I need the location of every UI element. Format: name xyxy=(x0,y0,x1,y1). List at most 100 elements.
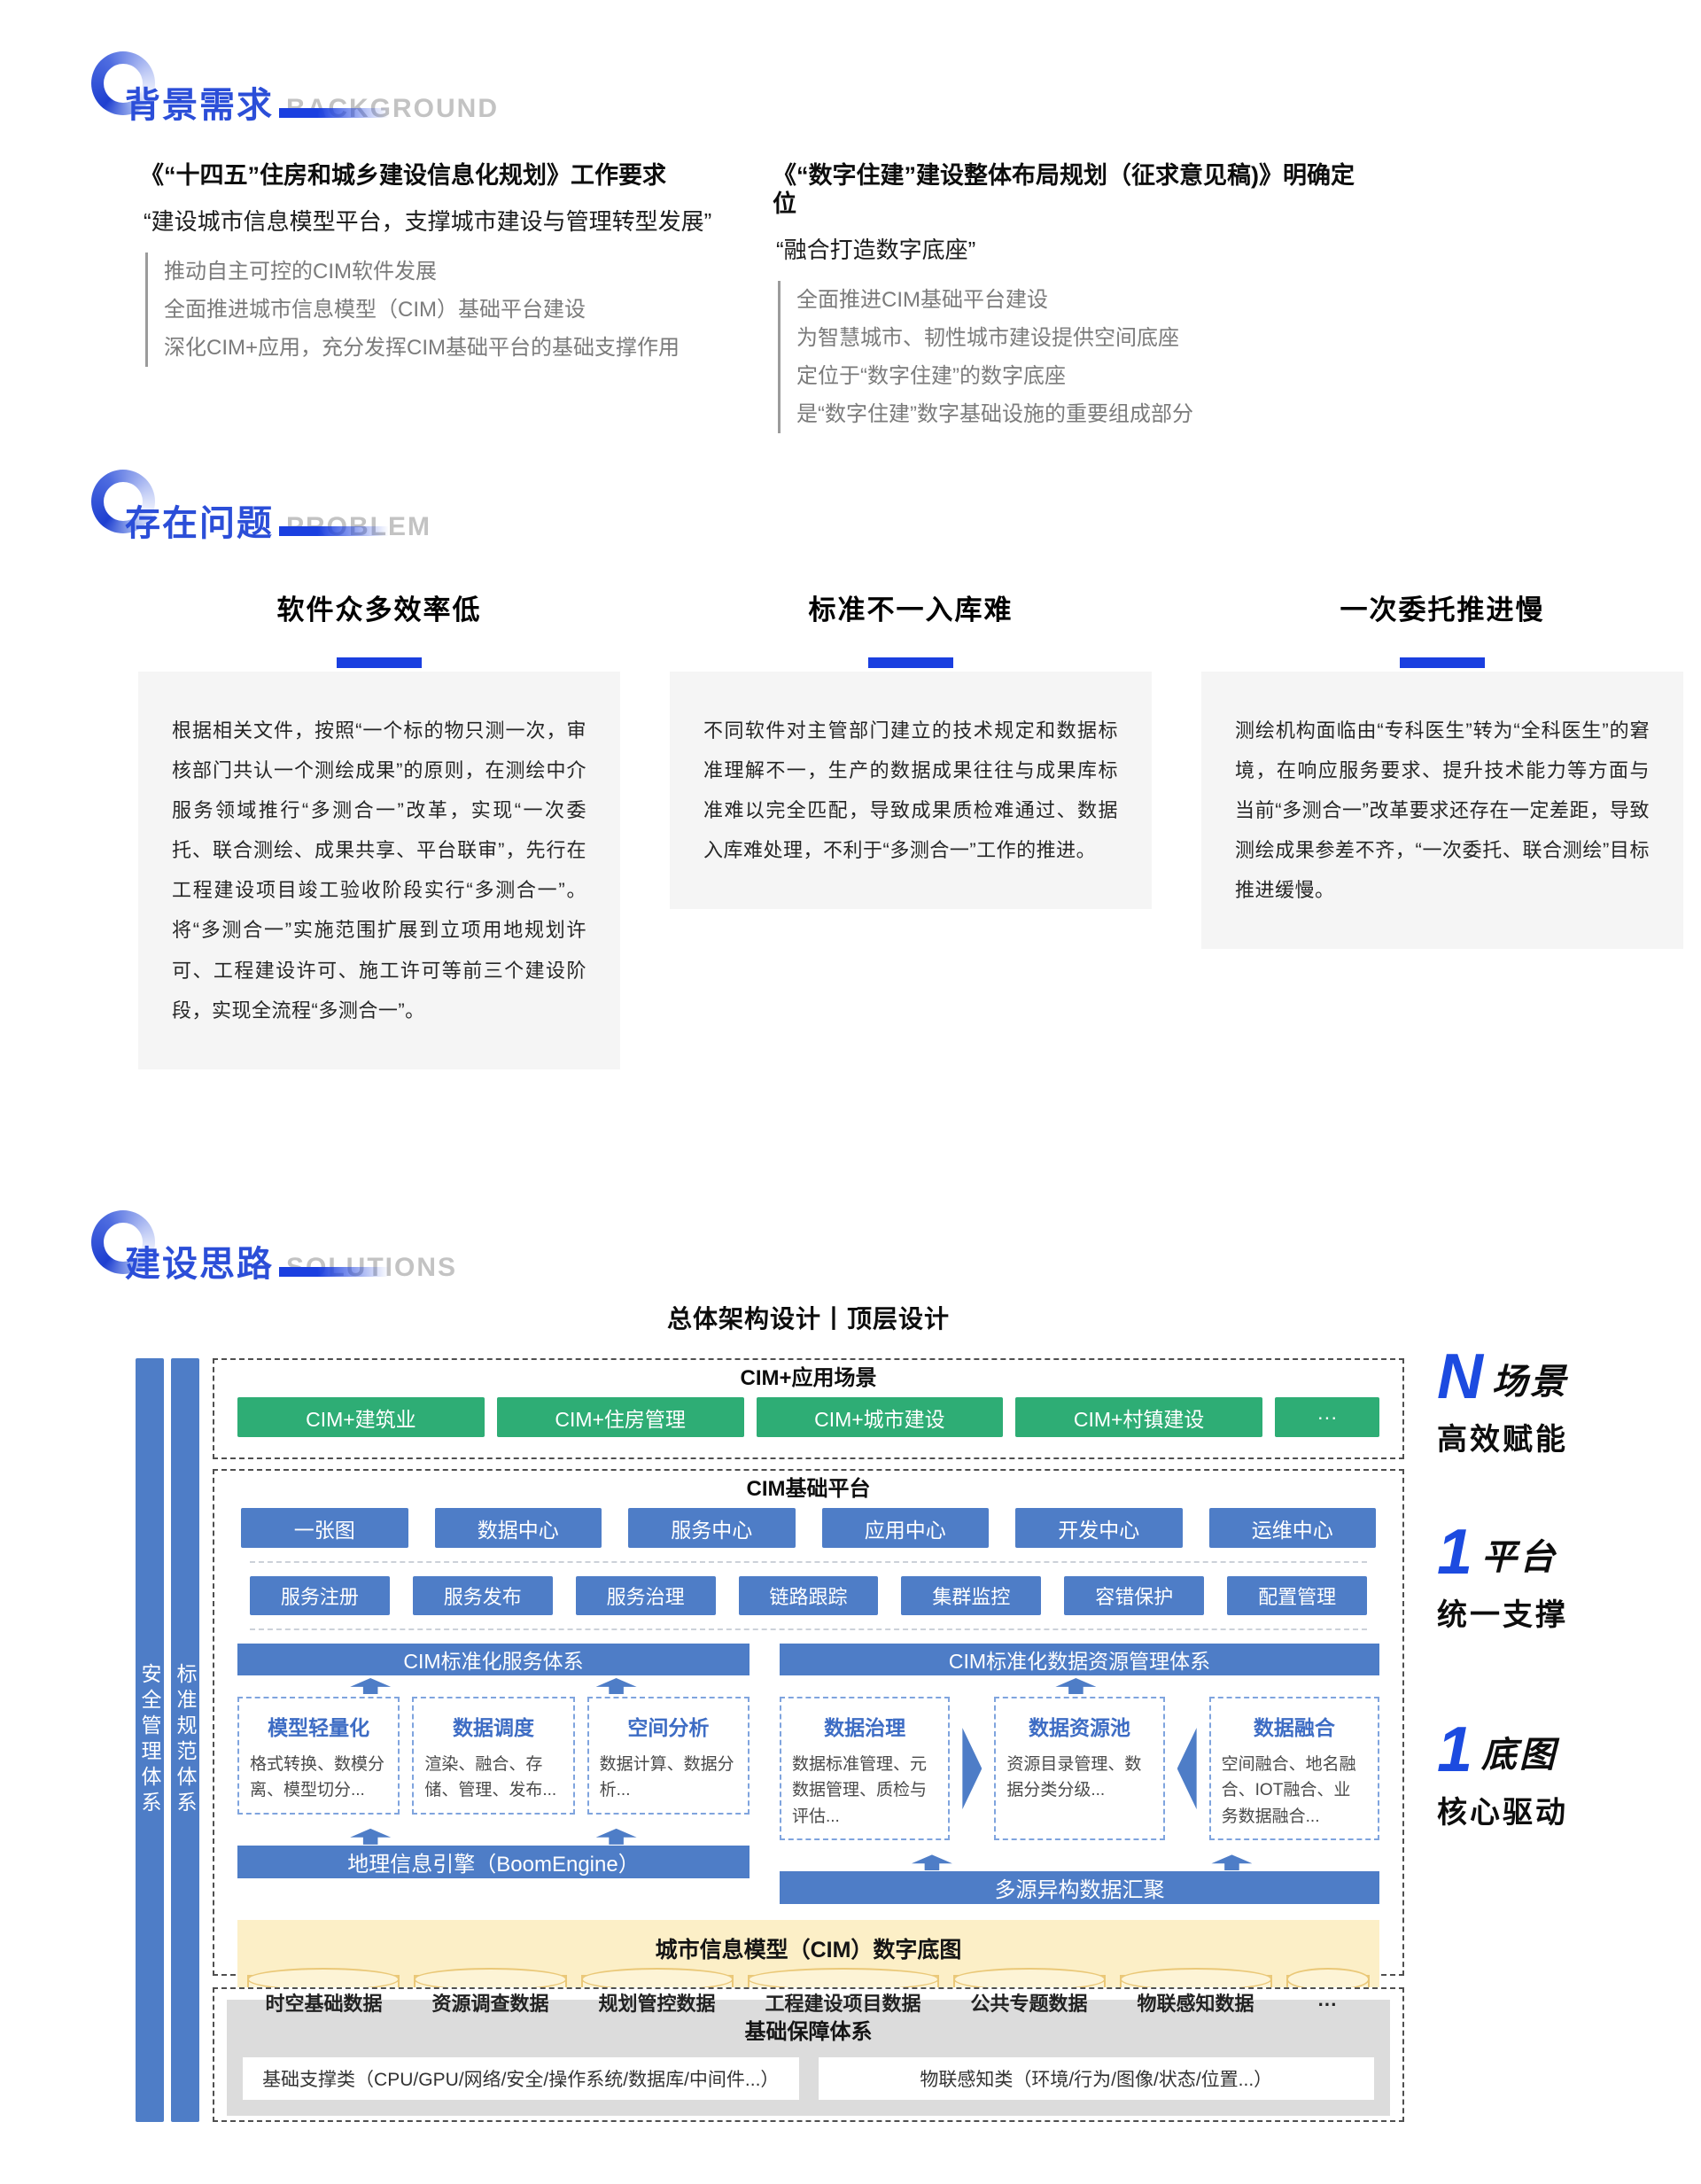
up-arrows xyxy=(237,1828,750,1845)
section-title-cn: 背景需求 xyxy=(125,86,274,125)
dashed-separator xyxy=(250,1561,1367,1563)
heading-underline xyxy=(279,526,389,536)
support-title: 基础保障体系 xyxy=(744,2020,873,2044)
arrow-up-icon xyxy=(350,1828,392,1845)
data-capability-boxes: 数据治理 数据标准管理、元数据管理、质检与评估... 数据资源池 资源目录管理、… xyxy=(780,1697,1379,1841)
ring-icon xyxy=(91,1210,155,1274)
support-panel: 基础保障体系 基础支撑类（CPU/GPU/网络/安全/操作系统/数据库/中间件.… xyxy=(227,2000,1390,2116)
app-scenarios-layer: CIM+应用场景 CIM+建筑业 CIM+住房管理 CIM+城市建设 CIM+村… xyxy=(213,1358,1404,1459)
list-item: 推动自主可控的CIM软件发展 xyxy=(164,260,437,284)
problem-card: 软件众多效率低 根据相关文件，按照“一个标的物只测一次，审核部门共认一个测绘成果… xyxy=(138,595,620,1069)
list-item: 定位于“数字住建”的数字底座 xyxy=(796,364,1066,388)
capability-desc: 渲染、融合、存储、管理、发布... xyxy=(424,1755,557,1800)
policy-list: 推动自主可控的CIM软件发展 全面推进城市信息模型（CIM）基础平台建设 深化C… xyxy=(145,253,712,367)
problem-card-title: 一次委托推进慢 xyxy=(1340,595,1545,626)
dashed-separator xyxy=(250,1628,1367,1630)
up-arrows xyxy=(237,1678,750,1694)
card-underline xyxy=(868,657,953,668)
annotation-number: 1 xyxy=(1437,1517,1473,1588)
app-layer-title: CIM+应用场景 xyxy=(740,1366,877,1390)
section-heading: 存在问题PROBLEM xyxy=(125,494,431,546)
app-button: CIM+城市建设 xyxy=(756,1397,1004,1437)
center-button: 一张图 xyxy=(241,1508,408,1548)
problem-cards: 软件众多效率低 根据相关文件，按照“一个标的物只测一次，审核部门共认一个测绘成果… xyxy=(138,595,1683,1069)
annotation-sub: 统一支撑 xyxy=(1437,1598,1568,1633)
app-button: CIM+村镇建设 xyxy=(1015,1397,1262,1437)
list-item: 全面推进城市信息模型（CIM）基础平台建设 xyxy=(164,298,586,322)
list-item: 深化CIM+应用，充分发挥CIM基础平台的基础支撑作用 xyxy=(164,336,680,360)
capability-desc: 格式转换、数模分离、模型切分... xyxy=(250,1755,385,1800)
heading-underline xyxy=(279,108,389,118)
annotation-basemap: 1 底图 核心驱动 xyxy=(1437,1714,1568,1831)
center-button: 数据中心 xyxy=(434,1508,602,1548)
list-item: 是“数字住建”数字基础设施的重要组成部分 xyxy=(796,402,1193,426)
platform-subsystems: CIM标准化服务体系 模型轻量化 格式转换、数模分离、模型切分... 数据调度 … xyxy=(214,1644,1402,1905)
section-title-cn: 存在问题 xyxy=(125,504,274,543)
capability-title: 数据融合 xyxy=(1253,1716,1335,1739)
center-button: 开发中心 xyxy=(1015,1508,1183,1548)
problem-card: 一次委托推进慢 测绘机构面临由“专科医生”转为“全科医生”的窘境，在响应服务要求… xyxy=(1201,595,1683,950)
capability-box: 数据调度 渲染、融合、存储、管理、发布... xyxy=(412,1697,575,1815)
problem-card-title: 标准不一入库难 xyxy=(808,595,1014,626)
capability-title: 空间分析 xyxy=(627,1716,710,1739)
data-system-column: CIM标准化数据资源管理体系 数据治理 数据标准管理、元数据管理、质检与评估..… xyxy=(780,1644,1379,1905)
problem-card-body: 测绘机构面临由“专科医生”转为“全科医生”的窘境，在响应服务要求、提升技术能力等… xyxy=(1201,672,1683,950)
service-button: 链路跟踪 xyxy=(738,1576,879,1615)
arrow-up-icon xyxy=(1211,1854,1253,1871)
service-button: 集群监控 xyxy=(901,1576,1042,1615)
sidebar-standard-system: 标准规范体系 xyxy=(171,1358,199,2122)
section-title-cn: 建设思路 xyxy=(125,1245,274,1284)
center-button: 应用中心 xyxy=(821,1508,989,1548)
capability-box: 空间分析 数据计算、数据分析... xyxy=(586,1697,750,1815)
platform-centers-row: 一张图 数据中心 服务中心 应用中心 开发中心 运维中心 xyxy=(214,1508,1402,1548)
support-boxes: 基础支撑类（CPU/GPU/网络/安全/操作系统/数据库/中间件...） 物联感… xyxy=(243,2057,1374,2100)
list-item: 为智慧城市、韧性城市建设提供空间底座 xyxy=(796,326,1179,350)
capability-box: 数据治理 数据标准管理、元数据管理、质检与评估... xyxy=(780,1697,951,1841)
data-aggregation-bar: 多源异构数据汇聚 xyxy=(780,1871,1379,1905)
arrow-up-icon xyxy=(1055,1678,1097,1694)
annotation-number: N xyxy=(1437,1341,1483,1412)
capability-title: 模型轻量化 xyxy=(268,1716,370,1739)
app-button: CIM+住房管理 xyxy=(496,1397,744,1437)
service-button: 服务治理 xyxy=(575,1576,716,1615)
app-button: CIM+建筑业 xyxy=(237,1397,485,1437)
capability-box: 数据资源池 资源目录管理、数据分类分级... xyxy=(994,1697,1165,1841)
service-capability-boxes: 模型轻量化 格式转换、数模分离、模型切分... 数据调度 渲染、融合、存储、管理… xyxy=(237,1697,750,1815)
gis-engine-bar: 地理信息引擎（BoomEngine） xyxy=(237,1845,750,1878)
basemap-title: 城市信息模型（CIM）数字底图 xyxy=(655,1938,962,1963)
capability-desc: 数据标准管理、元数据管理、质检与评估... xyxy=(792,1755,928,1826)
ring-icon xyxy=(91,51,155,115)
problem-card-body: 根据相关文件，按照“一个标的物只测一次，审核部门共认一个测绘成果”的原则，在测绘… xyxy=(138,672,620,1069)
annotation-sub: 核心驱动 xyxy=(1437,1796,1568,1830)
support-layer: 基础保障体系 基础支撑类（CPU/GPU/网络/安全/操作系统/数据库/中间件.… xyxy=(213,1987,1404,2122)
capability-box: 数据融合 空间融合、地名融合、IOT融合、业务数据融合... xyxy=(1208,1697,1379,1841)
section-heading: 建设思路SOLUTIONS xyxy=(125,1235,457,1286)
service-button: 服务发布 xyxy=(412,1576,553,1615)
card-underline xyxy=(1400,657,1485,668)
capability-title: 数据治理 xyxy=(824,1716,906,1739)
capability-title: 数据资源池 xyxy=(1028,1716,1130,1739)
data-system-bar: CIM标准化数据资源管理体系 xyxy=(780,1644,1379,1675)
service-button: 容错保护 xyxy=(1064,1576,1205,1615)
service-button: 配置管理 xyxy=(1227,1576,1368,1615)
arrow-up-icon xyxy=(911,1854,952,1871)
ring-icon xyxy=(91,470,155,533)
up-arrows xyxy=(780,1854,1379,1871)
annotation-label: 底图 xyxy=(1481,1736,1558,1776)
policy-list: 全面推进CIM基础平台建设 为智慧城市、韧性城市建设提供空间底座 定位于“数字住… xyxy=(778,281,1375,433)
problem-card-title: 软件众多效率低 xyxy=(276,595,482,626)
platform-title: CIM基础平台 xyxy=(746,1477,871,1501)
policy-quote: “建设城市信息模型平台，支撑城市建设与管理转型发展” xyxy=(144,208,712,235)
annotation-platform: 1 平台 统一支撑 xyxy=(1437,1517,1568,1634)
card-underline xyxy=(337,657,422,668)
platform-services-row: 服务注册 服务发布 服务治理 链路跟踪 集群监控 容错保护 配置管理 xyxy=(214,1576,1402,1615)
problem-card-body: 不同软件对主管部门建立的技术规定和数据标准理解不一，生产的数据成果往往与成果库标… xyxy=(670,672,1152,910)
center-button: 运维中心 xyxy=(1208,1508,1376,1548)
cim-platform-layer: CIM基础平台 一张图 数据中心 服务中心 应用中心 开发中心 运维中心 服务注… xyxy=(213,1469,1404,2040)
service-system-bar: CIM标准化服务体系 xyxy=(237,1644,750,1675)
arrow-right-icon xyxy=(962,1728,983,1810)
diagram-title: 总体架构设计丨顶层设计 xyxy=(666,1305,950,1333)
annotation-number: 1 xyxy=(1437,1714,1473,1785)
